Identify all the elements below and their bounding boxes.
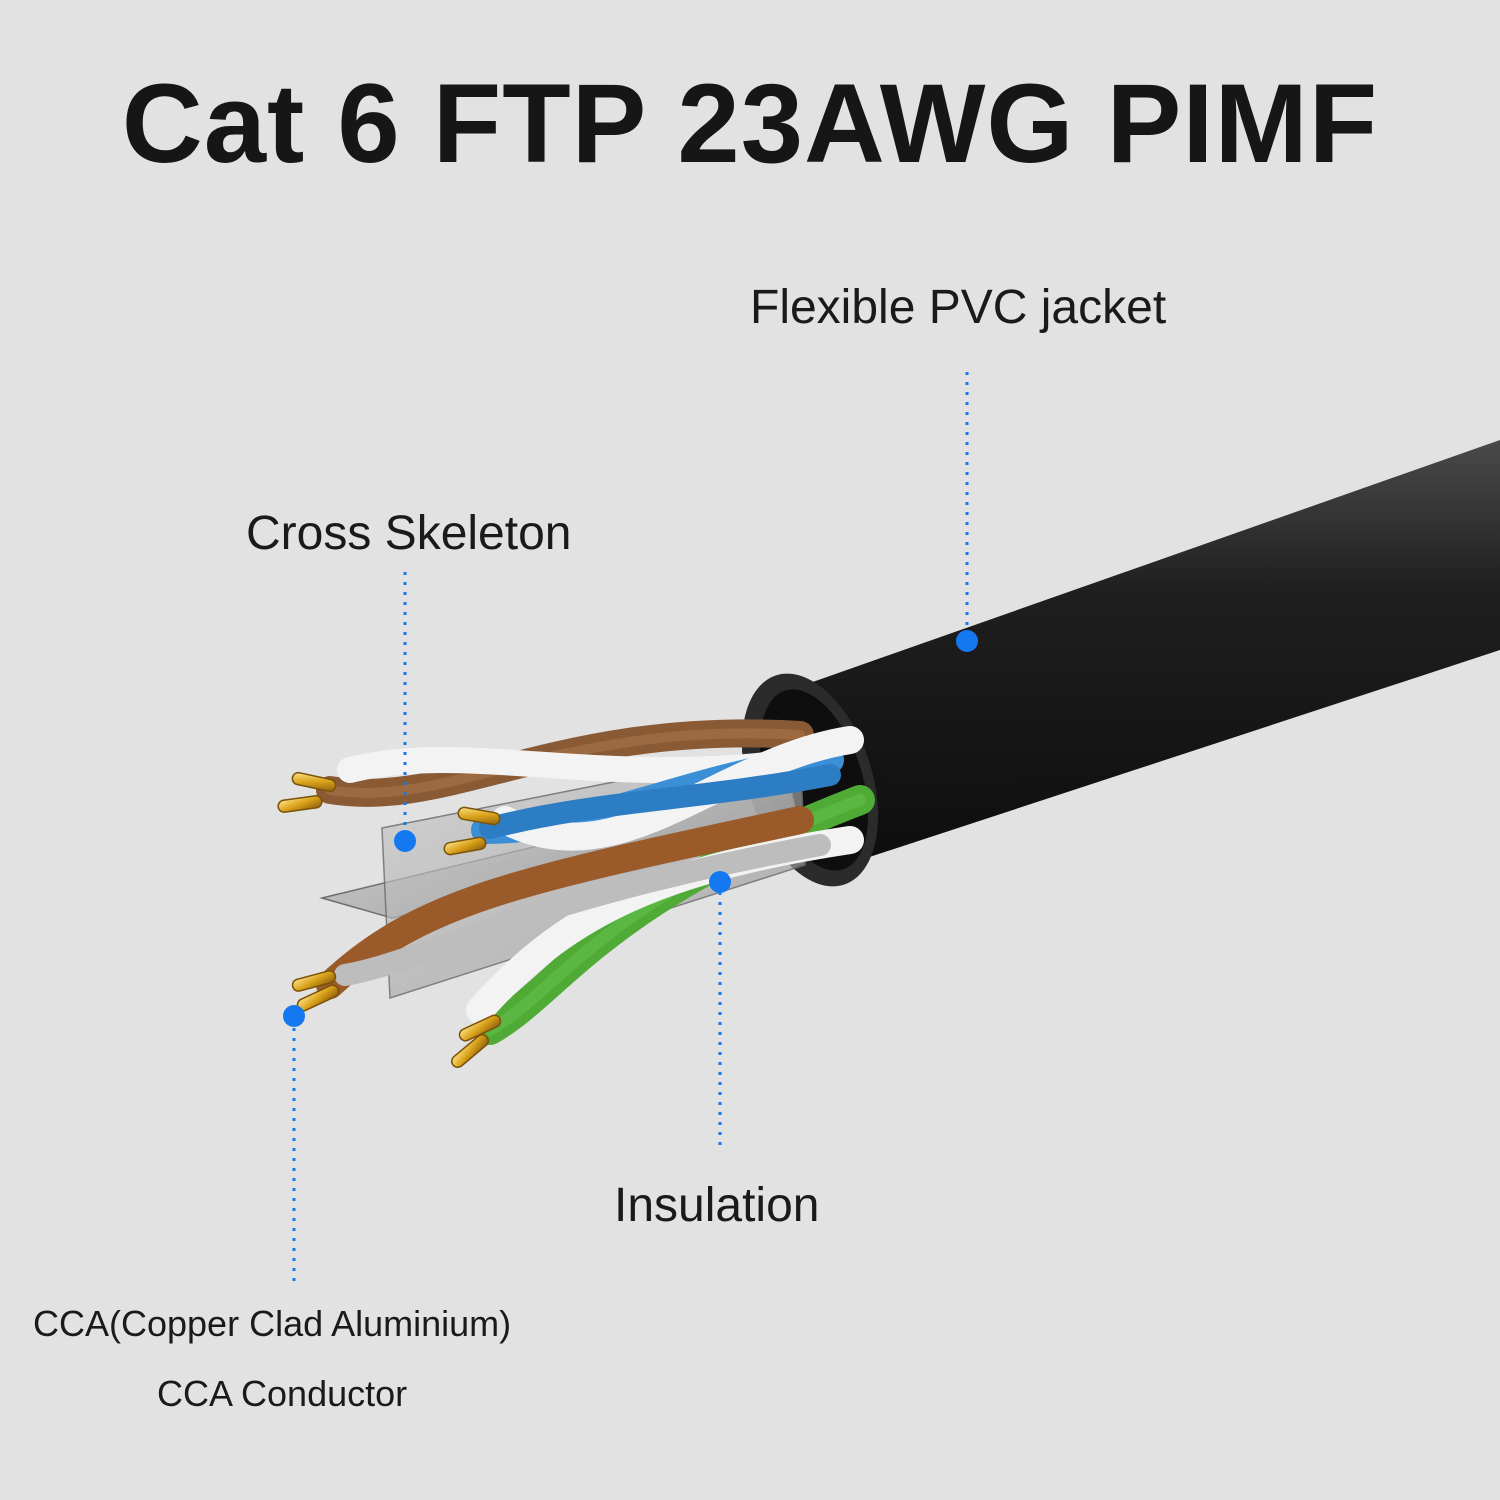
conductor-label-line1: CCA(Copper Clad Aluminium) (33, 1303, 512, 1344)
skeleton-callout-dot (394, 830, 416, 852)
jacket-callout-dot (956, 630, 978, 652)
conductor-label-line2: CCA Conductor (157, 1373, 408, 1414)
twisted-pairs (316, 719, 875, 1045)
diagram-title: Cat 6 FTP 23AWG PIMF (121, 61, 1379, 186)
jacket-label: Flexible PVC jacket (750, 281, 1167, 334)
copper-conductors (277, 771, 502, 1069)
skeleton-label: Cross Skeleton (246, 507, 572, 560)
callouts (292, 372, 969, 1288)
insulation-label: Insulation (614, 1179, 820, 1232)
insulation-callout-dot (709, 871, 731, 893)
conductor-callout-dot (283, 1005, 305, 1027)
